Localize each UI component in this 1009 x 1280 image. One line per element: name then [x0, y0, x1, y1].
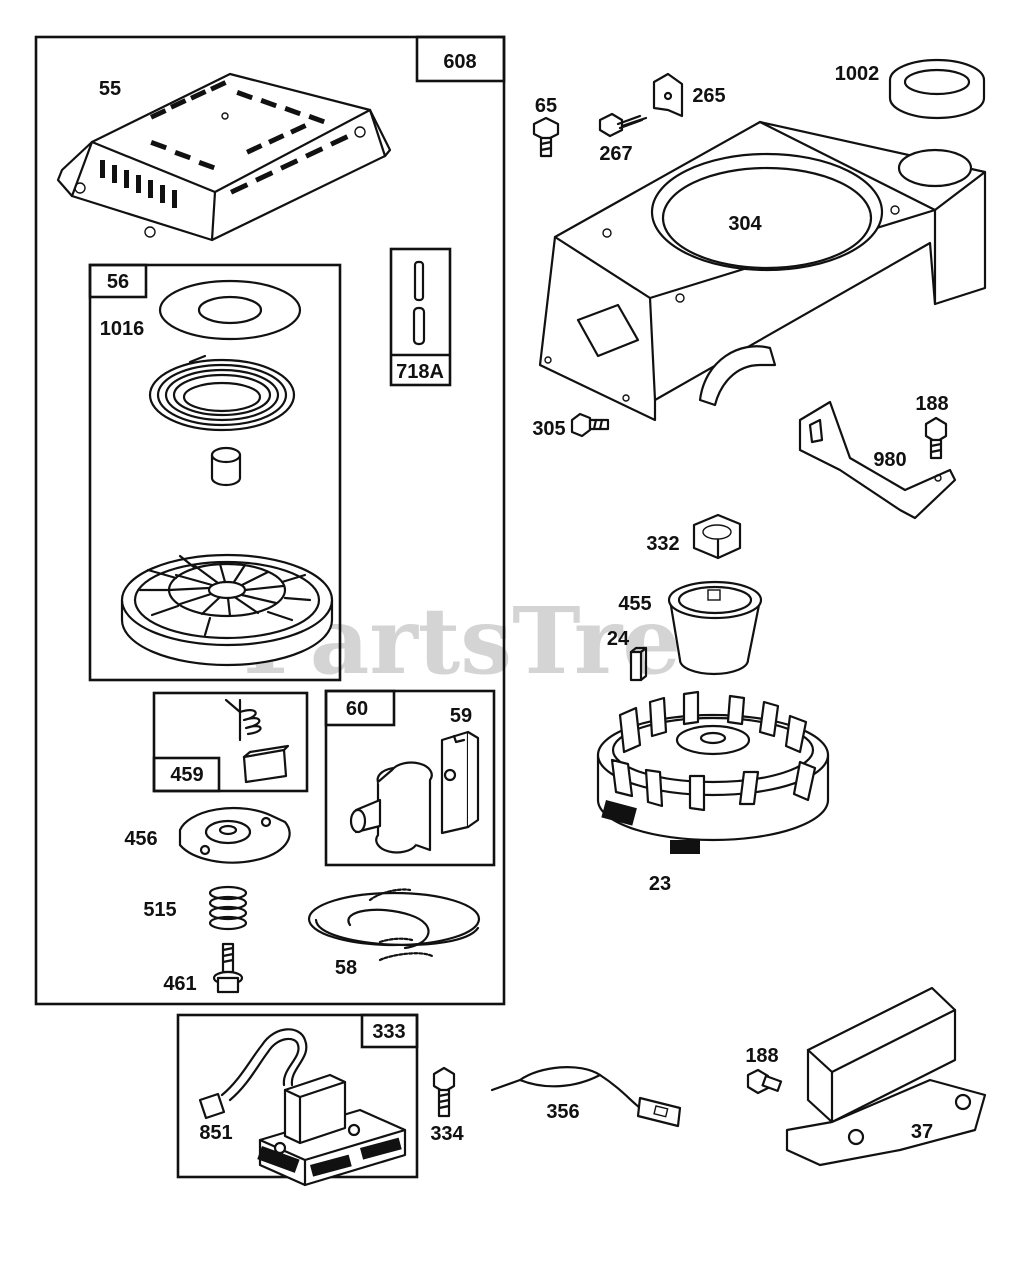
part-515-spring[interactable] — [208, 885, 248, 931]
part-356-wire[interactable] — [490, 1066, 682, 1128]
part-55-label: 55 — [99, 78, 121, 100]
part-332-label: 332 — [646, 533, 679, 555]
part-65-bolt[interactable] — [532, 116, 560, 158]
pulley-bushing[interactable] — [210, 446, 242, 487]
part-515-label: 515 — [143, 899, 176, 921]
pawl[interactable] — [242, 744, 290, 784]
part-980-label: 980 — [873, 449, 906, 471]
starter-pulley[interactable] — [120, 553, 334, 667]
part-455-cup[interactable] — [667, 580, 763, 676]
part-305-bolt[interactable] — [570, 412, 610, 438]
part-304-housing[interactable] — [538, 120, 987, 422]
kit-333-tag — [360, 1013, 419, 1049]
part-24-key[interactable] — [629, 646, 648, 682]
kit-459-box[interactable] — [152, 691, 309, 793]
kit-60-box[interactable] — [324, 689, 496, 867]
kit-60-tag — [324, 689, 396, 727]
part-55-cover[interactable] — [56, 72, 392, 242]
kit-333-label: 333 — [372, 1021, 405, 1043]
part-59-label: 59 — [450, 705, 472, 727]
part-58-label: 58 — [335, 957, 357, 979]
recoil-spring[interactable] — [148, 354, 296, 432]
part-1002-grommet[interactable] — [888, 58, 986, 120]
part-304-label: 304 — [728, 213, 762, 235]
part-334-screw[interactable] — [432, 1066, 456, 1118]
part-58-rope[interactable] — [307, 888, 481, 962]
part-332-nut[interactable] — [692, 513, 742, 560]
pin[interactable] — [412, 306, 426, 346]
part-851-label: 851 — [199, 1122, 232, 1144]
part-23-flywheel[interactable] — [596, 690, 830, 854]
part-461-screw[interactable] — [212, 942, 244, 994]
part-60-grip[interactable] — [349, 761, 433, 854]
part-188-bolt-lower[interactable] — [746, 1068, 783, 1095]
part-65-label: 65 — [535, 95, 557, 117]
part-1002-label: 1002 — [835, 63, 880, 85]
part-265-clip[interactable] — [652, 72, 684, 118]
part-188-label-lower: 188 — [745, 1045, 778, 1067]
part-267-label: 267 — [599, 143, 632, 165]
part-267-screw[interactable] — [598, 112, 648, 138]
pawl-spring[interactable] — [224, 698, 262, 742]
part-59-clip[interactable] — [440, 730, 480, 835]
kit-718a-label: 718A — [396, 361, 444, 383]
part-356-label: 356 — [546, 1101, 579, 1123]
part-37-bracket[interactable] — [785, 986, 987, 1167]
part-980-bracket[interactable] — [798, 400, 957, 520]
part-265-label: 265 — [692, 85, 725, 107]
part-456-retainer[interactable] — [178, 806, 291, 864]
kit-459-tag — [152, 756, 221, 793]
part-188-bolt-upper[interactable] — [924, 416, 948, 460]
part-24-label: 24 — [607, 628, 630, 650]
part-188-label-upper: 188 — [915, 393, 948, 415]
part-461-label: 461 — [163, 973, 196, 995]
kit-56-tag — [88, 263, 148, 299]
kit-56-label: 56 — [107, 271, 129, 293]
kit-608-box[interactable] — [34, 35, 506, 1006]
roll-pin[interactable] — [413, 260, 425, 302]
kit-56-box[interactable] — [88, 263, 342, 682]
ignition-armature[interactable] — [198, 1028, 407, 1187]
part-1016-washer[interactable] — [158, 279, 302, 341]
kit-718a-box[interactable] — [389, 247, 452, 387]
part-305-label: 305 — [532, 418, 565, 440]
part-1016-label: 1016 — [100, 318, 145, 340]
part-456-label: 456 — [124, 828, 157, 850]
part-23-label: 23 — [649, 873, 671, 895]
part-455-label: 455 — [618, 593, 651, 615]
kit-608-label: 608 — [443, 51, 476, 73]
kit-60-label: 60 — [346, 698, 368, 720]
kit-459-label: 459 — [170, 764, 203, 786]
part-334-label: 334 — [430, 1123, 464, 1145]
kit-608-tag — [415, 35, 506, 83]
part-37-label: 37 — [911, 1121, 933, 1143]
